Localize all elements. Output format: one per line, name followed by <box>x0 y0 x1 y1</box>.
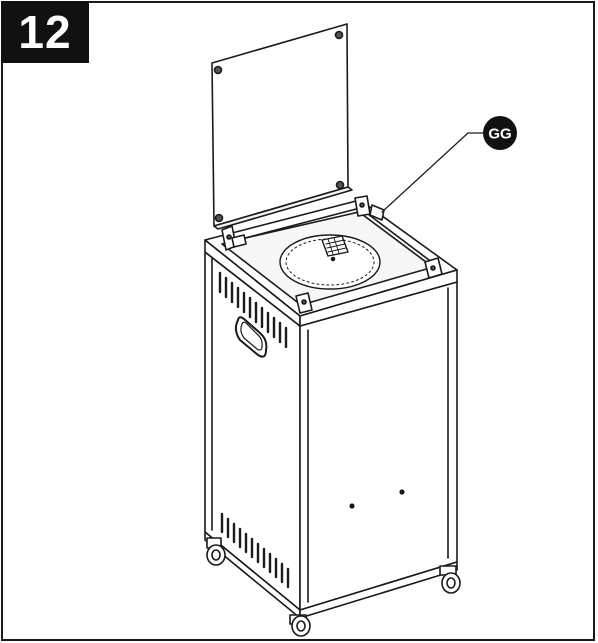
caster-back-left <box>206 537 226 566</box>
caster-wheels <box>206 537 461 637</box>
screw-hole <box>399 489 405 495</box>
lid-screw <box>334 30 344 40</box>
lid-screw <box>213 65 223 75</box>
burner-grid <box>321 235 349 262</box>
callout-gg-label: GG <box>488 126 511 143</box>
upper-vents <box>218 271 288 349</box>
front-panel <box>299 281 458 611</box>
lower-vents <box>220 512 290 589</box>
bracket-back-left <box>221 225 247 251</box>
lid-screw <box>335 180 345 190</box>
screw-hole <box>349 503 355 509</box>
bracket-front-left <box>295 292 313 314</box>
callout-gg: GG <box>483 116 517 150</box>
lid-panel <box>211 23 353 230</box>
corner-brackets <box>221 195 443 314</box>
side-handle <box>234 316 268 358</box>
bracket-back-right <box>354 195 385 221</box>
callout-leader-line <box>381 132 485 213</box>
bracket-front-right <box>424 257 443 279</box>
lid-screw <box>214 213 224 223</box>
caster-front-left <box>289 614 311 637</box>
caster-front-right <box>439 565 461 594</box>
step-number-badge: 12 <box>1 1 89 63</box>
